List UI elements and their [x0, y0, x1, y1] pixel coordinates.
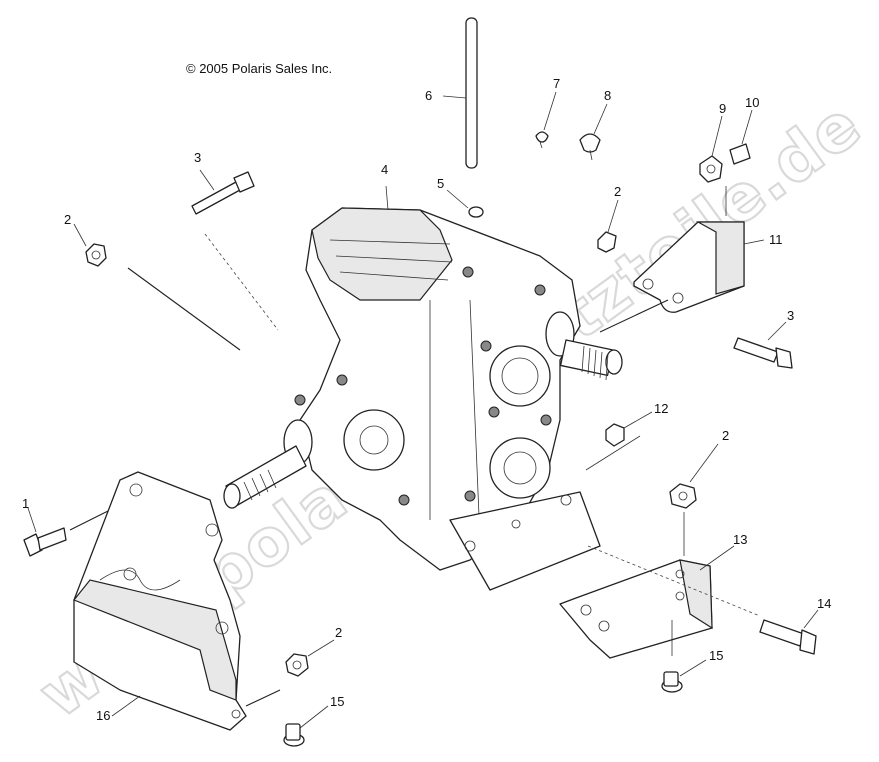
callout-16: 16 — [96, 708, 110, 723]
nut-part-2-left — [73, 223, 241, 351]
callout-3-right: 3 — [787, 308, 794, 323]
nut-part-2-upper — [597, 199, 619, 253]
callout-13: 13 — [733, 532, 747, 547]
callout-11: 11 — [769, 232, 783, 247]
callout-5: 5 — [437, 176, 444, 191]
callout-2-upper: 2 — [614, 184, 621, 199]
nut-part-2-bottom — [285, 639, 335, 677]
callout-15-right: 15 — [709, 648, 723, 663]
bolt-part-3-right — [733, 321, 793, 369]
output-shaft-left — [223, 419, 313, 509]
callout-2-bottom: 2 — [335, 625, 342, 640]
callout-9: 9 — [719, 101, 726, 116]
bolt-part-10 — [725, 109, 753, 216]
callout-7: 7 — [553, 76, 560, 91]
nut-part-2-right — [669, 443, 719, 556]
clamp-part-7 — [535, 91, 557, 149]
copyright-text: © 2005 Polaris Sales Inc. — [186, 61, 333, 76]
clip-part-5 — [446, 189, 484, 218]
callout-6: 6 — [425, 88, 432, 103]
nut-part-9 — [699, 115, 723, 183]
fastener-part-15-left — [283, 705, 329, 747]
callout-8: 8 — [604, 88, 611, 103]
nut-part-12 — [585, 411, 653, 471]
callout-2-left: 2 — [64, 212, 71, 227]
fastener-part-15-right — [661, 620, 707, 693]
callout-1: 1 — [22, 496, 29, 511]
callout-12: 12 — [654, 401, 668, 416]
callout-4: 4 — [381, 162, 388, 177]
bracket-part-16 — [73, 471, 281, 731]
bracket-part-13 — [559, 545, 761, 659]
callout-2-right: 2 — [722, 428, 729, 443]
callout-3-left: 3 — [194, 150, 201, 165]
rod-part-6 — [442, 17, 478, 169]
callout-15-left: 15 — [330, 694, 344, 709]
transmission-housing-part-4 — [294, 185, 601, 591]
output-shaft-right — [545, 311, 623, 381]
bolt-part-14 — [759, 609, 819, 655]
callout-14: 14 — [817, 596, 831, 611]
bolt-part-3-left — [191, 169, 279, 331]
bolt-part-1 — [23, 507, 115, 557]
callout-10: 10 — [745, 95, 759, 110]
clamp-part-8 — [579, 103, 608, 161]
bracket-part-11 — [599, 221, 765, 333]
